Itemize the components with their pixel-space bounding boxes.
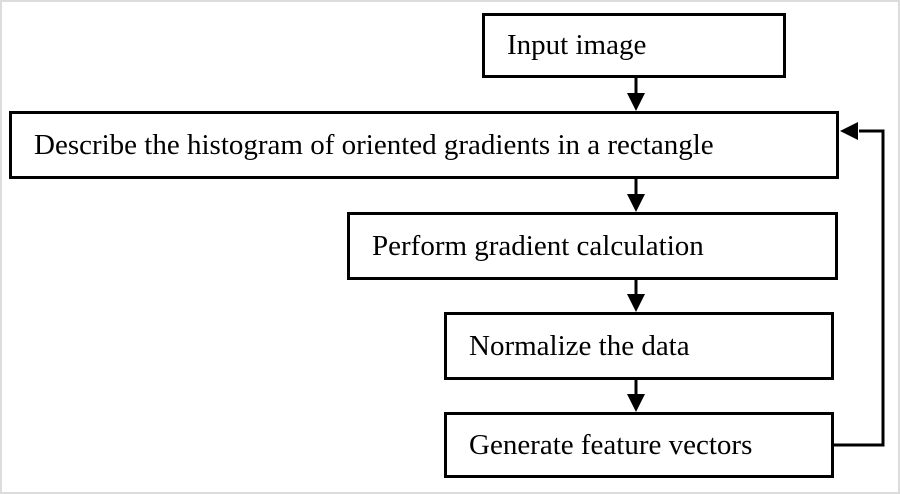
arrow-perform-to-normalize (627, 280, 645, 312)
node-gradient-calculation-label: Perform gradient calculation (372, 229, 704, 262)
node-normalize-data-label: Normalize the data (469, 329, 690, 362)
node-gradient-calculation: Perform gradient calculation (347, 212, 838, 280)
node-generate-feature-vectors-label: Generate feature vectors (469, 428, 753, 461)
node-describe-hog: Describe the histogram of oriented gradi… (9, 111, 839, 179)
arrow-feedback-generate-to-describe (834, 122, 885, 447)
node-input-image-label: Input image (507, 29, 647, 61)
node-generate-feature-vectors: Generate feature vectors (444, 412, 834, 478)
node-input-image: Input image (482, 13, 786, 78)
node-normalize-data: Normalize the data (444, 312, 834, 380)
arrow-describe-to-perform (627, 179, 645, 212)
arrow-normalize-to-generate (627, 380, 645, 412)
node-describe-hog-label: Describe the histogram of oriented gradi… (34, 128, 714, 161)
arrow-input-to-describe (627, 78, 645, 111)
